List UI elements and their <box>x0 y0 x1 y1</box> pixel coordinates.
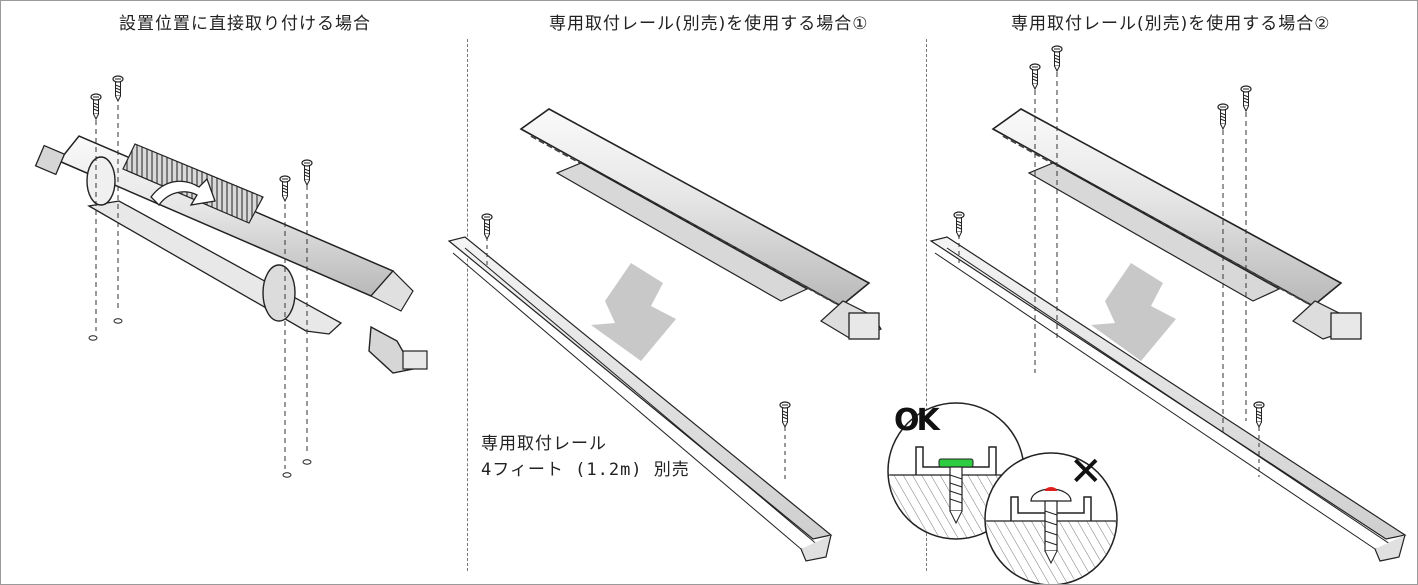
panel-1-illustration <box>34 75 428 478</box>
rail-note-line2: 4フィート (1.2m) 別売 <box>481 460 690 480</box>
rotation-collar <box>86 156 116 206</box>
screw-12 <box>1253 401 1265 428</box>
screw-3 <box>279 175 291 202</box>
fixture-connector <box>848 312 880 340</box>
screw-6 <box>779 401 791 428</box>
connector-left <box>34 144 66 176</box>
fixture-connector-2 <box>1330 312 1362 340</box>
panel-2-title: 専用取付レール(別売)を使用する場合① <box>549 14 869 34</box>
screw-5 <box>481 213 493 240</box>
led-fixture-2 <box>991 108 1343 307</box>
screw-9 <box>1217 103 1229 130</box>
panel-3-title: 専用取付レール(別売)を使用する場合② <box>1011 14 1331 34</box>
ng-mark: ✕ <box>1069 449 1103 495</box>
screw-2 <box>112 75 124 102</box>
screw-1 <box>90 93 102 120</box>
rail-note: 専用取付レール 4フィート (1.2m) 別売 <box>481 431 690 483</box>
end-cap <box>262 264 296 322</box>
led-fixture <box>519 108 871 307</box>
screw-11 <box>953 211 965 238</box>
down-arrow <box>591 263 676 361</box>
down-arrow-2 <box>1091 263 1176 361</box>
ok-badge: OK <box>894 403 940 438</box>
screw-4 <box>301 159 313 186</box>
panel-2-illustration <box>447 108 882 562</box>
panel-divider-1 <box>467 39 468 571</box>
panel-3-illustration <box>929 45 1407 562</box>
rotate-arrow <box>150 177 216 207</box>
screw-8 <box>1051 45 1063 72</box>
panel-divider-2 <box>926 39 927 571</box>
connector-right <box>368 325 415 374</box>
rail-note-line1: 専用取付レール <box>481 434 607 454</box>
panel-1-title: 設置位置に直接取り付ける場合 <box>119 14 371 34</box>
screw-10 <box>1240 85 1252 112</box>
screw-7 <box>1029 63 1041 90</box>
